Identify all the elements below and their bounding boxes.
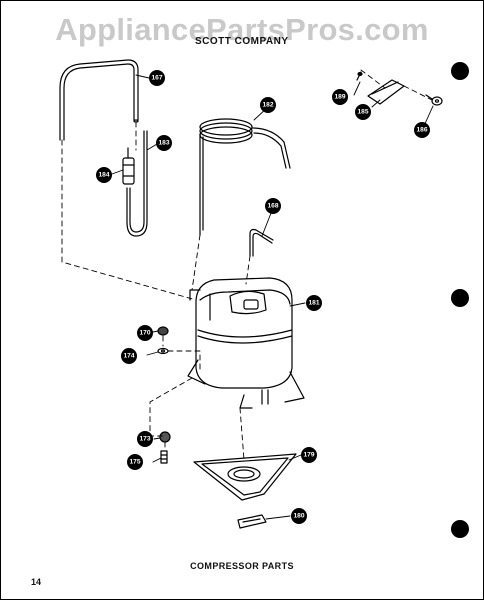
svg-text:180: 180 <box>293 513 304 520</box>
svg-text:185: 185 <box>357 109 368 116</box>
callout-186: 186 <box>414 122 430 138</box>
svg-text:175: 175 <box>129 459 140 466</box>
page-number: 14 <box>31 577 42 587</box>
callout-185: 185 <box>355 104 371 120</box>
callout-174: 174 <box>121 348 137 364</box>
callout-173: 173 <box>137 431 153 447</box>
svg-text:182: 182 <box>262 102 273 109</box>
clip <box>237 514 267 529</box>
discharge-tube <box>59 59 139 141</box>
callout-167: 167 <box>149 70 165 86</box>
svg-text:174: 174 <box>123 353 134 360</box>
callout-168: 168 <box>265 198 281 214</box>
section-title: SCOTT COMPANY <box>195 36 289 47</box>
callout-184: 184 <box>96 167 112 183</box>
drier <box>122 147 135 185</box>
callout-170: 170 <box>137 325 153 341</box>
svg-text:186: 186 <box>416 127 427 134</box>
svg-text:167: 167 <box>151 75 162 82</box>
process-tube <box>249 228 274 257</box>
bracket-assembly <box>356 71 443 106</box>
callout-189: 189 <box>332 89 348 105</box>
assembly-guides <box>61 69 433 461</box>
capillary-tube <box>126 130 148 237</box>
callout-179: 179 <box>301 447 317 463</box>
compressor <box>187 277 305 409</box>
diagram-caption: COMPRESSOR PARTS <box>190 561 294 571</box>
svg-text:179: 179 <box>303 452 314 459</box>
svg-text:184: 184 <box>98 172 109 179</box>
binder-hole-middle <box>451 289 469 307</box>
callout-182: 182 <box>260 97 276 113</box>
svg-text:183: 183 <box>158 140 169 147</box>
svg-text:173: 173 <box>139 436 150 443</box>
grommet-lower <box>159 431 171 464</box>
svg-text:168: 168 <box>267 203 278 210</box>
watermark: AppliancePartsPros.com <box>55 12 429 47</box>
base-plate <box>193 453 297 501</box>
svg-text:181: 181 <box>308 300 319 307</box>
suction-coil <box>199 118 291 236</box>
binder-hole-top <box>451 62 469 80</box>
callout-183: 183 <box>156 135 172 151</box>
callout-175: 175 <box>127 454 143 470</box>
callout-180: 180 <box>291 508 307 524</box>
svg-text:170: 170 <box>139 330 150 337</box>
binder-hole-bottom <box>451 520 469 538</box>
callout-181: 181 <box>306 295 322 311</box>
svg-text:189: 189 <box>334 94 345 101</box>
